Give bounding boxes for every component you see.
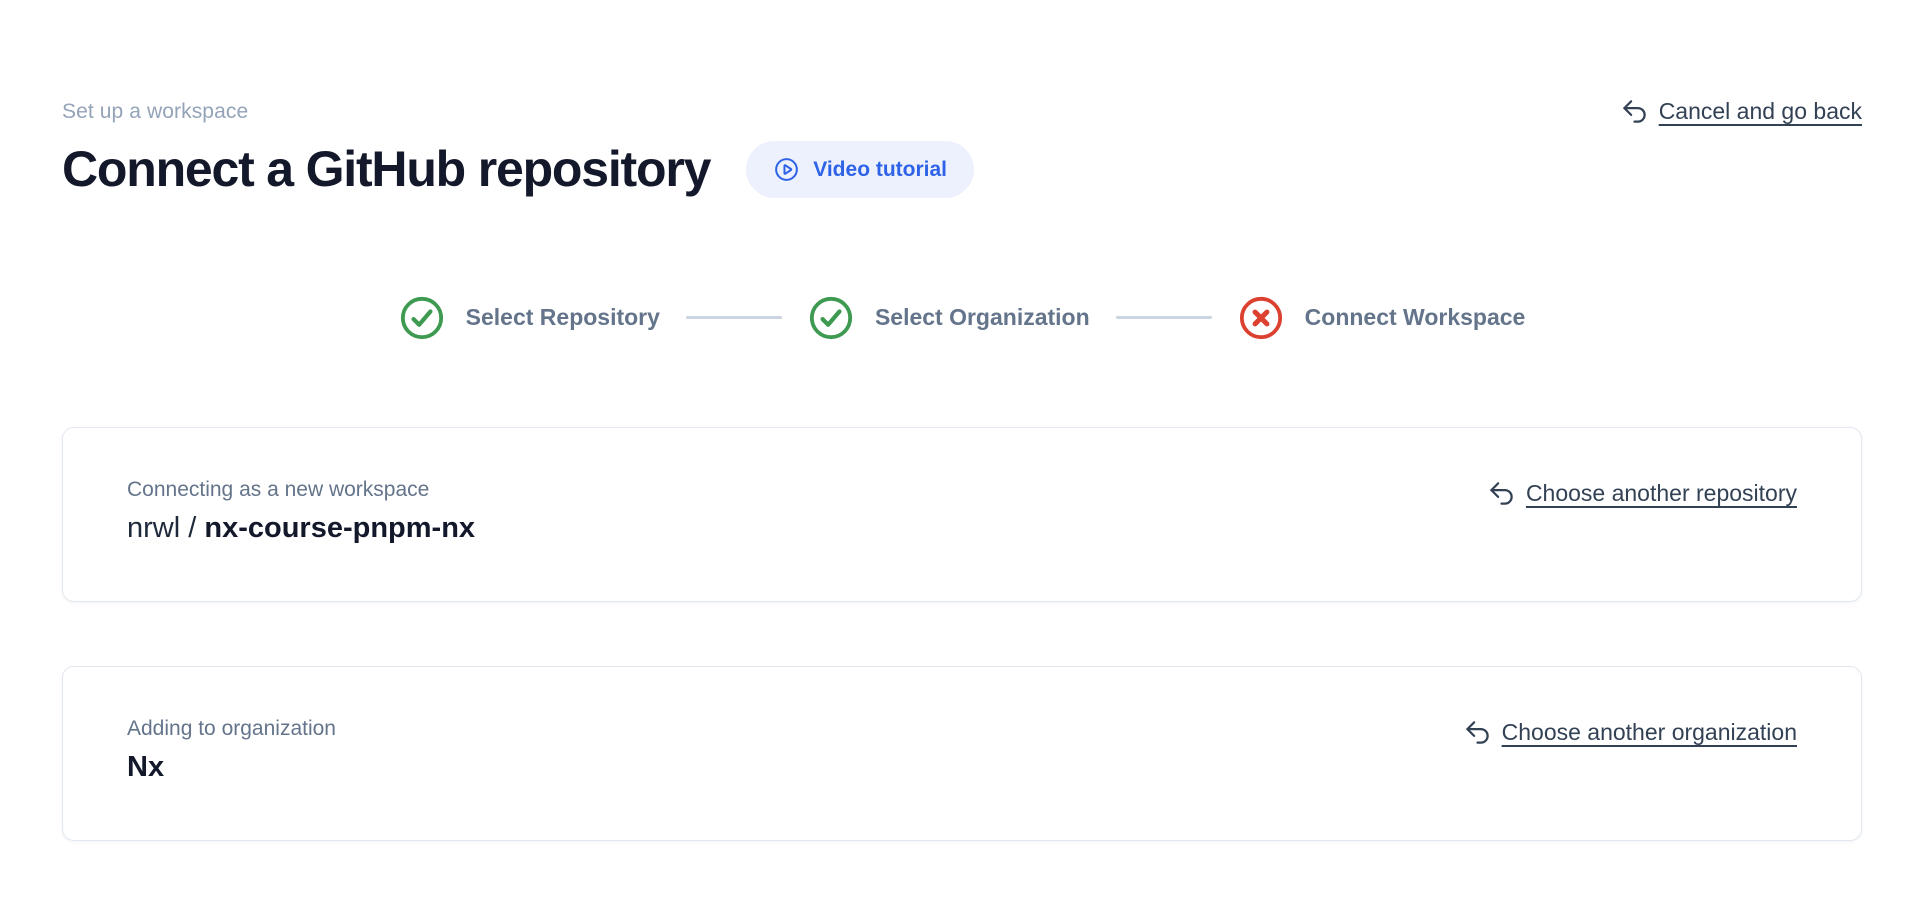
choose-repository-label: Choose another repository: [1525, 479, 1797, 506]
eyebrow-label: Set up a workspace: [62, 99, 249, 123]
repository-owner: nrwl /: [127, 511, 197, 544]
check-circle-icon: [808, 295, 854, 341]
step-select-repository: Select Repository: [399, 295, 660, 341]
check-circle-icon: [399, 295, 445, 341]
choose-another-organization-link[interactable]: Choose another organization: [1464, 719, 1797, 746]
setup-workspace-page: Set up a workspace Cancel and go back Co…: [62, 98, 1862, 841]
page-title: Connect a GitHub repository: [62, 141, 711, 197]
choose-organization-label: Choose another organization: [1501, 718, 1797, 745]
organization-card: Adding to organization Nx Choose another…: [62, 665, 1862, 841]
top-row: Set up a workspace Cancel and go back: [62, 98, 1862, 125]
undo-arrow-icon: [1488, 480, 1515, 507]
video-tutorial-label: Video tutorial: [813, 157, 948, 181]
step-label: Connect Workspace: [1304, 304, 1526, 330]
x-circle-icon: [1238, 295, 1284, 341]
repository-repo-name: nx-course-pnpm-nx: [204, 511, 476, 544]
step-select-organization: Select Organization: [808, 295, 1090, 341]
setup-stepper: Select Repository Select Organization Co…: [62, 295, 1862, 341]
choose-another-repository-link[interactable]: Choose another repository: [1488, 480, 1797, 507]
organization-card-label: Adding to organization: [127, 716, 336, 740]
step-connect-workspace: Connect Workspace: [1238, 295, 1526, 341]
play-circle-icon: [773, 156, 800, 183]
organization-name: Nx: [127, 750, 165, 783]
organization-card-info: Adding to organization Nx: [127, 717, 336, 784]
step-connector: [1115, 316, 1212, 319]
repository-name: nrwl / nx-course-pnpm-nx: [127, 512, 475, 545]
undo-arrow-icon: [1464, 719, 1491, 746]
step-label: Select Repository: [465, 304, 660, 330]
step-label: Select Organization: [874, 304, 1090, 330]
repository-card-info: Connecting as a new workspace nrwl / nx-…: [127, 478, 475, 545]
repository-card: Connecting as a new workspace nrwl / nx-…: [62, 426, 1862, 602]
video-tutorial-button[interactable]: Video tutorial: [746, 141, 975, 199]
title-row: Connect a GitHub repository Video tutori…: [62, 141, 1862, 199]
cancel-link-label: Cancel and go back: [1658, 98, 1862, 124]
repository-card-label: Connecting as a new workspace: [127, 477, 430, 501]
step-connector: [685, 316, 782, 319]
undo-arrow-icon: [1621, 98, 1648, 125]
cancel-and-go-back-link[interactable]: Cancel and go back: [1621, 98, 1862, 125]
